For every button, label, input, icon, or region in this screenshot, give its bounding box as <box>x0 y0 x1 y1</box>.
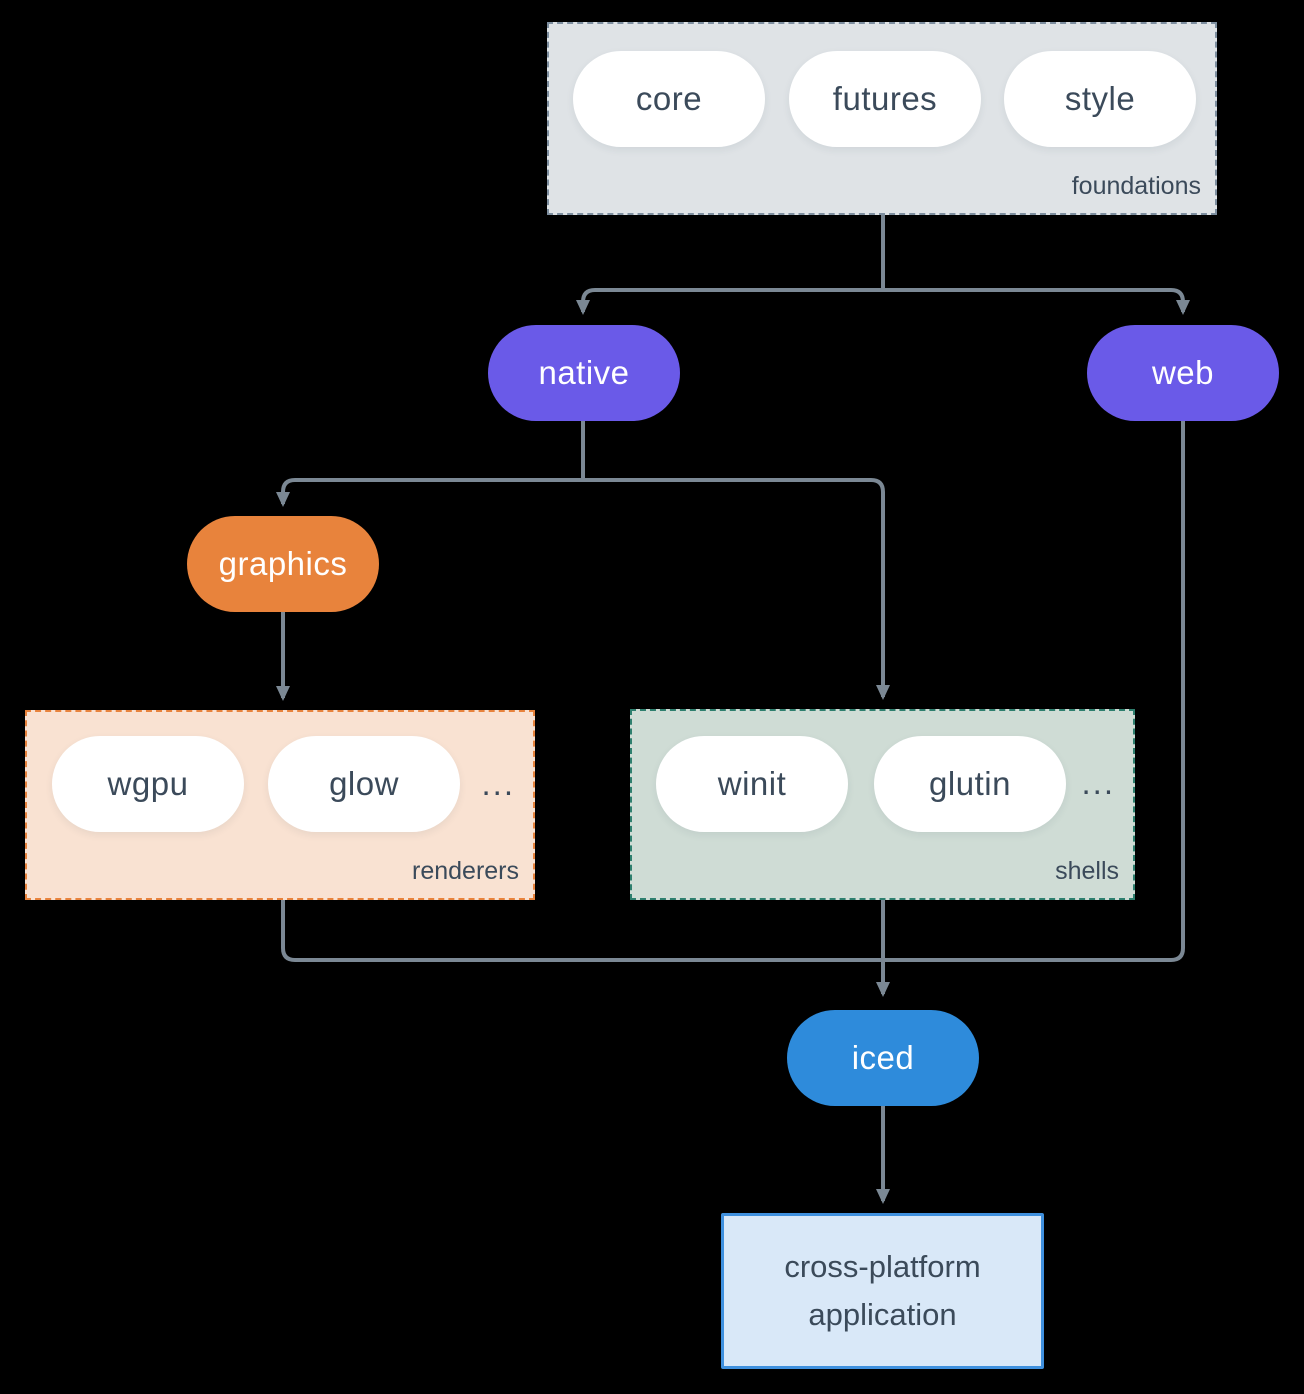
node-iced: iced <box>787 1010 979 1106</box>
node-core: core <box>573 51 765 147</box>
node-futures: futures <box>789 51 981 147</box>
node-graphics: graphics <box>187 516 379 612</box>
application-label-line1: cross-platform <box>784 1249 981 1284</box>
connector-native-to-shells <box>581 478 890 700</box>
group-renderers-label: renderers <box>412 857 519 885</box>
node-wgpu: wgpu <box>52 736 244 832</box>
renderers-ellipsis: ... <box>481 765 515 802</box>
node-web: web <box>1087 325 1279 421</box>
shells-ellipsis: ... <box>1081 764 1115 801</box>
group-shells-label: shells <box>1055 857 1119 885</box>
connector-foundations-to-native <box>576 288 885 315</box>
group-shells: winit glutin ... shells <box>630 709 1135 900</box>
group-foundations: core futures style foundations <box>547 22 1217 215</box>
node-glutin: glutin <box>874 736 1066 832</box>
application-label-line2: application <box>808 1297 957 1332</box>
group-renderers: wgpu glow ... renderers <box>25 710 535 900</box>
node-glow: glow <box>268 736 460 832</box>
connector-native-to-graphics <box>276 478 585 507</box>
connector-renderers-to-merge <box>281 900 881 962</box>
group-foundations-label: foundations <box>1071 172 1201 200</box>
node-winit: winit <box>656 736 848 832</box>
node-style: style <box>1004 51 1196 147</box>
node-cross-platform-application: cross-platform application <box>721 1213 1044 1369</box>
connector-foundations-to-web <box>881 288 1190 315</box>
node-native: native <box>488 325 680 421</box>
